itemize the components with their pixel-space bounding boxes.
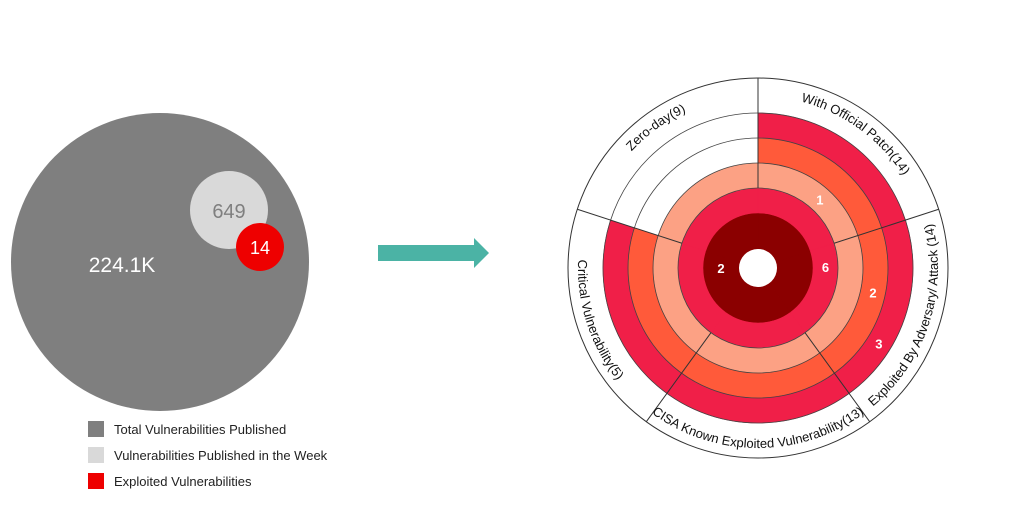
radial-cell-4-3 (634, 138, 758, 236)
ring-value-label-3: 2 (869, 285, 876, 300)
radial-center-hole (739, 249, 777, 287)
legend-swatch-week (88, 447, 104, 463)
ring-value-label-1: 6 (822, 260, 829, 275)
legend-label-total: Total Vulnerabilities Published (114, 421, 287, 437)
legend-label-week: Vulnerabilities Published in the Week (114, 447, 328, 463)
ring-value-label-4: 3 (875, 337, 882, 352)
legend-swatch-exploited (88, 473, 104, 489)
arrow-connector (378, 238, 489, 268)
ring-value-label-0: 2 (717, 261, 724, 276)
bubble-exploited (236, 223, 284, 271)
radial-divider-1 (833, 208, 939, 244)
radial-divider-3 (645, 332, 712, 423)
legend-swatch-total (88, 421, 104, 437)
legend-label-exploited: Exploited Vulnerabilities (114, 473, 252, 489)
bubble-legend: Total Vulnerabilities Published Vulnerab… (88, 416, 327, 494)
bubble-label-exploited: 14 (250, 238, 270, 258)
legend-item-week: Vulnerabilities Published in the Week (88, 442, 327, 468)
ring-value-label-2: 1 (816, 192, 823, 207)
legend-item-total: Total Vulnerabilities Published (88, 416, 327, 442)
radial-divider-4 (577, 208, 683, 244)
bubble-label-total: 224.1K (89, 254, 156, 277)
arrow-right-icon (378, 238, 489, 268)
radial-divider-2 (804, 332, 871, 423)
legend-item-exploited: Exploited Vulnerabilities (88, 468, 327, 494)
bubble-label-week: 649 (212, 201, 245, 223)
